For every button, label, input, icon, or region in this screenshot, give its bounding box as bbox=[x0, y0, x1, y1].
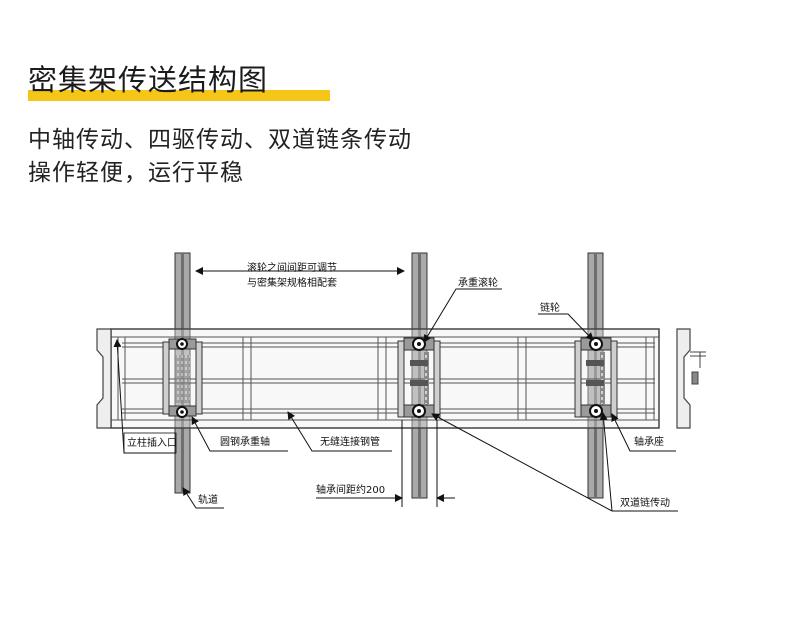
callout-track bbox=[182, 487, 224, 509]
dimension-bearing-distance bbox=[316, 420, 455, 507]
page-title: 密集架传送结构图 bbox=[28, 63, 269, 97]
frame-end-cap-right bbox=[676, 328, 691, 429]
drive-assembly-right bbox=[574, 337, 618, 418]
label-spacing-line2: 与密集架规格相配套 bbox=[247, 276, 337, 289]
title-highlight-bar bbox=[28, 90, 330, 101]
label-bearing-distance: 轴承间距约200 bbox=[316, 483, 385, 496]
label-track: 轨道 bbox=[198, 493, 218, 506]
label-sprocket: 链轮 bbox=[540, 301, 560, 314]
callout-seamless-pipe bbox=[287, 411, 392, 452]
label-double-chain: 双道链传动 bbox=[620, 496, 670, 509]
label-seamless-pipe: 无缝连接钢管 bbox=[320, 435, 380, 448]
callout-bearing-seat bbox=[611, 413, 676, 452]
subtitle-line-2: 操作轻便，运行平稳 bbox=[28, 160, 244, 186]
label-round-steel-shaft: 圆钢承重轴 bbox=[220, 435, 270, 448]
callout-round-steel-shaft bbox=[191, 416, 288, 452]
handle-crank-icon bbox=[690, 351, 706, 385]
callout-sprocket bbox=[538, 313, 594, 341]
title-block: 密集架传送结构图 bbox=[28, 60, 330, 101]
subtitle-line-1: 中轴传动、四驱传动、双道链条传动 bbox=[28, 127, 412, 153]
frame-end-cap-left bbox=[96, 328, 112, 429]
label-post-socket: 立柱插入口 bbox=[127, 436, 177, 449]
callout-load-roller bbox=[423, 288, 502, 343]
label-post-socket-box bbox=[123, 432, 177, 454]
label-spacing-line1: 滚轮之间间距可调节 bbox=[247, 261, 337, 274]
label-bearing-seat: 轴承座 bbox=[634, 435, 664, 448]
label-load-roller: 承重滚轮 bbox=[458, 276, 498, 289]
drive-assembly-left bbox=[162, 338, 203, 418]
callout-double-chain bbox=[431, 412, 678, 512]
